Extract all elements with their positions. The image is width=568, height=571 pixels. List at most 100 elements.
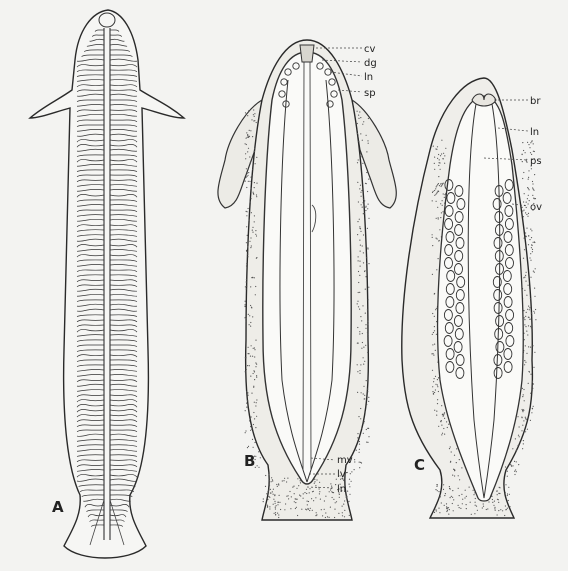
stipple-dot (471, 514, 472, 515)
stipple-dot (363, 262, 364, 263)
stipple-dot (319, 491, 320, 492)
stipple-dot (462, 499, 463, 500)
stipple-dot (256, 377, 257, 378)
stipple-dot (522, 425, 523, 426)
stipple-dot (255, 362, 256, 363)
stipple-dot (532, 181, 533, 182)
stipple-dot (246, 321, 247, 322)
stipple-dot (246, 279, 247, 280)
stipple-dot (531, 328, 532, 329)
stipple-dot (256, 194, 257, 195)
stipple-dot (250, 130, 251, 131)
stipple-dot (364, 411, 365, 412)
stipple-dot (367, 389, 368, 390)
stipple-dot (278, 483, 279, 484)
stipple-dot (300, 495, 301, 496)
stipple-dot (524, 400, 525, 401)
stipple-dot (475, 498, 476, 499)
stipple-dot (282, 480, 283, 481)
stipple-dot (360, 228, 361, 229)
stipple-dot (433, 353, 434, 354)
stipple-dot (507, 508, 508, 509)
stipple-dot (473, 490, 474, 491)
stipple-dot (256, 399, 257, 400)
stipple-dot (359, 309, 360, 310)
stipple-dot (255, 294, 256, 295)
specimen-c (402, 78, 537, 518)
stipple-dot (435, 509, 436, 510)
stipple-dot (531, 230, 532, 231)
stipple-dot (245, 432, 246, 433)
stipple-dot (246, 132, 247, 133)
stipple-dot (442, 158, 443, 159)
stipple-dot (449, 448, 450, 449)
stipple-dot (444, 418, 445, 419)
stipple-dot (349, 479, 350, 480)
stipple-dot (246, 250, 247, 251)
stipple-dot (331, 486, 332, 487)
stipple-dot (534, 352, 535, 353)
stipple-dot (365, 328, 366, 329)
stipple-dot (258, 467, 259, 468)
stipple-dot (246, 215, 247, 216)
stipple-dot (255, 366, 256, 367)
stipple-dot (437, 490, 438, 491)
stipple-dot (532, 183, 533, 184)
stipple-dot (247, 175, 248, 176)
stipple-dot (253, 192, 254, 193)
stipple-dot (360, 117, 361, 118)
stipple-dot (507, 493, 508, 494)
stipple-dot (524, 360, 525, 361)
stipple-dot (368, 287, 369, 288)
stipple-dot (441, 185, 442, 186)
stipple-dot (273, 504, 274, 505)
stipple-dot (325, 517, 326, 518)
stipple-dot (493, 505, 494, 506)
stipple-dot (433, 355, 434, 356)
stipple-dot (246, 263, 247, 264)
stipple-dot (534, 288, 535, 289)
stipple-dot (531, 247, 532, 248)
stipple-dot (357, 133, 358, 134)
stipple-dot (523, 394, 524, 395)
stipple-dot (362, 124, 363, 125)
stipple-dot (270, 489, 271, 490)
stipple-dot (275, 508, 276, 509)
stipple-dot (275, 507, 276, 508)
stipple-dot (435, 505, 436, 506)
stipple-dot (448, 424, 449, 425)
stipple-dot (528, 317, 529, 318)
stipple-dot (368, 436, 369, 437)
stipple-dot (247, 137, 248, 138)
stipple-dot (517, 416, 518, 417)
stipple-dot (366, 404, 367, 405)
stipple-dot (253, 348, 254, 349)
stipple-dot (530, 393, 531, 394)
label-b-ln: ln (364, 72, 373, 83)
stipple-dot (255, 286, 256, 287)
stipple-dot (452, 497, 453, 498)
stipple-dot (367, 324, 368, 325)
stipple-dot (354, 461, 355, 462)
stipple-dot (466, 508, 467, 509)
stipple-dot (526, 312, 527, 313)
stipple-dot (252, 175, 253, 176)
stipple-dot (251, 345, 252, 346)
stipple-dot (515, 438, 516, 439)
stipple-dot (363, 199, 364, 200)
stipple-dot (358, 115, 359, 116)
stipple-dot (524, 364, 525, 365)
stipple-dot (522, 448, 523, 449)
stipple-dot (284, 478, 285, 479)
stipple-dot (357, 327, 358, 328)
stipple-dot (270, 492, 271, 493)
stipple-dot (267, 505, 268, 506)
stipple-dot (364, 398, 365, 399)
stipple-dot (315, 497, 316, 498)
stipple-dot (258, 451, 259, 452)
stipple-dot (251, 307, 252, 308)
stipple-dot (249, 365, 250, 366)
stipple-dot (530, 326, 531, 327)
stipple-dot (523, 150, 524, 151)
stipple-dot (359, 188, 360, 189)
